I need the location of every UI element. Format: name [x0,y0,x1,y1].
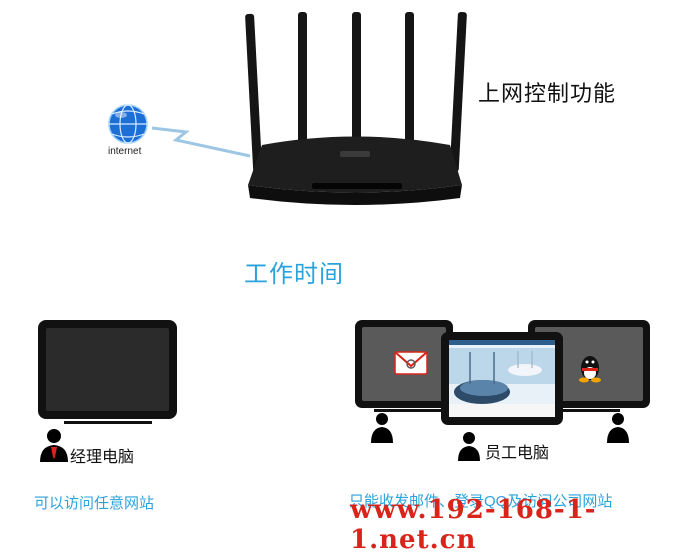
staff-pc-caption: 员工电脑 [485,439,549,463]
globe-icon [109,105,147,143]
manager-permission: 可以访问任意网站 [34,492,154,513]
staff-user-icon [607,413,629,443]
work-time-label: 工作时间 [244,254,344,289]
feature-title: 上网控制功能 [478,76,616,108]
manager-user-icon [40,429,68,462]
manager-monitor [38,320,177,424]
internet-label: internet [108,146,141,157]
watermark: www.192-168-1-1.net.cn [350,495,676,555]
mail-icon [395,352,427,374]
staff-user-icon [458,432,480,461]
staff-monitor-center [441,332,563,425]
staff-user-icon [371,413,393,443]
router-icon [245,12,467,205]
wireless-signal-icon [152,128,250,156]
manager-pc-caption: 经理电脑 [70,443,134,467]
